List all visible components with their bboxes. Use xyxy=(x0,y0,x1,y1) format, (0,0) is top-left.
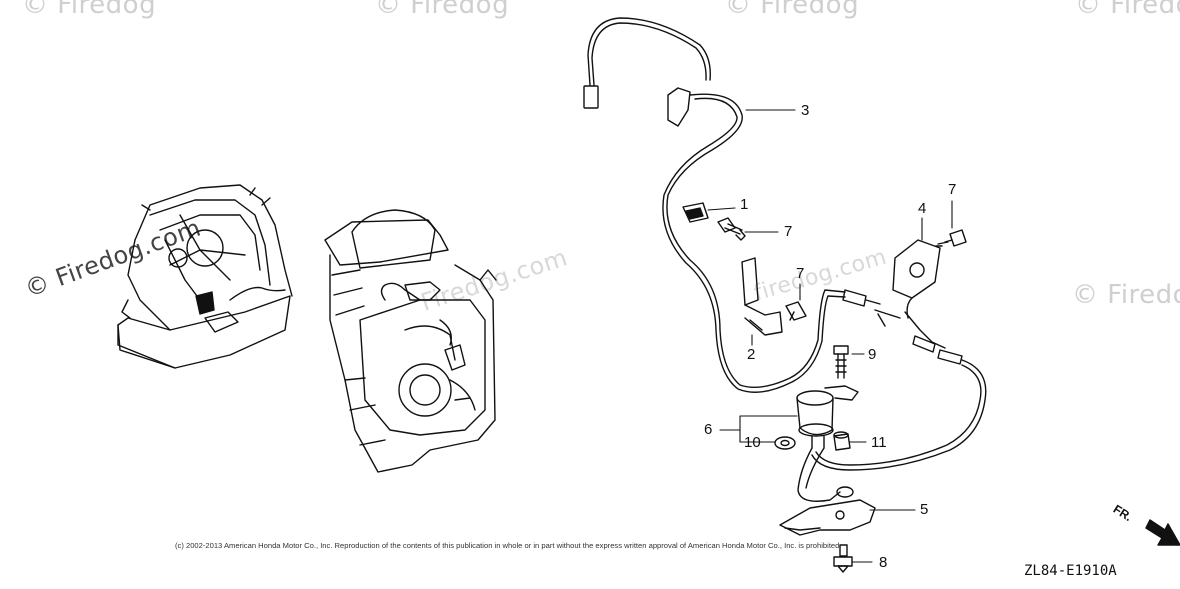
engine-cover-illustration xyxy=(117,184,293,369)
engine-block-illustration xyxy=(324,209,497,473)
part-2-bracket xyxy=(741,257,783,336)
watermark-top-3: © Firedog xyxy=(725,0,860,20)
callout-7-a: 7 xyxy=(784,223,793,240)
part-8-bolt xyxy=(833,544,853,573)
callout-3: 3 xyxy=(801,102,810,119)
part-9-bolt xyxy=(833,345,849,379)
leader-lines xyxy=(707,109,953,563)
watermark-right-edge: © Firedo xyxy=(1072,280,1180,310)
callout-2: 2 xyxy=(747,346,756,363)
part-5-plate xyxy=(779,499,876,536)
front-direction-arrow xyxy=(1145,519,1180,546)
callout-6: 6 xyxy=(704,421,713,438)
part-11-collar xyxy=(833,431,851,451)
copyright-notice: (c) 2002-2013 American Honda Motor Co., … xyxy=(175,541,842,550)
watermark-top-1: © Firedog xyxy=(22,0,157,20)
callout-10: 10 xyxy=(744,434,761,451)
part-7-bolt-a xyxy=(717,217,746,241)
connector-chain xyxy=(811,289,987,471)
callout-9: 9 xyxy=(868,346,877,363)
part-7-bolt-c xyxy=(935,229,967,247)
part-1-clip xyxy=(682,202,709,223)
callout-5: 5 xyxy=(920,501,929,518)
part-10-washer xyxy=(774,436,796,450)
callout-8: 8 xyxy=(879,554,888,571)
callout-11: 11 xyxy=(871,434,887,451)
watermark-top-4: © Firedo xyxy=(1075,0,1180,20)
part-4-plate xyxy=(892,239,941,319)
callout-7-c: 7 xyxy=(948,181,957,198)
watermark-top-2: © Firedog xyxy=(375,0,510,20)
part-6-solenoid xyxy=(796,385,859,502)
callout-4: 4 xyxy=(918,200,927,217)
callout-7-b: 7 xyxy=(796,265,805,282)
part-7-bolt-b xyxy=(785,301,807,321)
callout-1: 1 xyxy=(740,196,749,213)
diagram-code: ZL84-E1910A xyxy=(1024,563,1117,579)
wire-harness-3 xyxy=(583,17,846,393)
